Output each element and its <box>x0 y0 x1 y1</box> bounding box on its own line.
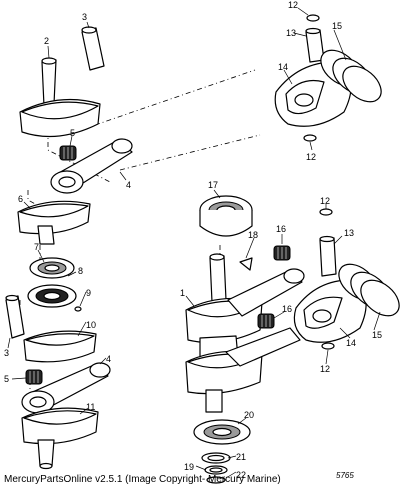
copyright-footer: MercuryPartsOnline v2.5.1 (Image Copyrig… <box>4 474 281 485</box>
lower-crank-web <box>23 330 97 363</box>
callout-14-lower: 14 <box>346 338 356 348</box>
callout-5-top: 5 <box>70 128 75 138</box>
callout-13-top: 13 <box>286 28 296 38</box>
callout-10: 10 <box>86 320 96 330</box>
lower-crankshaft-end <box>21 407 99 470</box>
lower-piston-group <box>293 208 400 350</box>
center-ball-bearing <box>27 257 77 308</box>
callout-11: 11 <box>86 402 95 412</box>
callout-18: 18 <box>248 230 258 240</box>
callout-16-top: 16 <box>276 224 286 234</box>
callout-13-right: 13 <box>344 228 354 238</box>
callout-numbers: 3 2 5 4 6 7 8 9 10 3 4 5 11 12 13 15 14 … <box>4 0 382 480</box>
callout-21: 21 <box>236 452 246 462</box>
callout-14-top: 14 <box>278 62 288 72</box>
callout-12-top: 12 <box>288 0 298 10</box>
callout-4-top: 4 <box>126 180 131 190</box>
callout-7: 7 <box>34 242 39 252</box>
plate-number: 5765 <box>336 471 354 480</box>
leader-lines <box>7 7 381 479</box>
upper-main-bearing <box>199 195 253 237</box>
callout-12-bottom: 12 <box>320 364 330 374</box>
needle-bearing-right-lower <box>257 313 275 329</box>
callout-15-lower: 15 <box>372 330 382 340</box>
lower-main-bearing <box>193 419 251 484</box>
callout-3-lower: 3 <box>4 348 9 358</box>
callout-3-top: 3 <box>82 12 87 22</box>
crank-web <box>17 200 91 245</box>
callout-4-lower: 4 <box>106 354 111 364</box>
callout-22: 22 <box>236 470 246 480</box>
needle-bearing-top <box>59 145 77 161</box>
connecting-rod-lower <box>21 362 111 414</box>
upper-piston-group <box>274 14 382 142</box>
callout-8: 8 <box>78 266 83 276</box>
callout-20: 20 <box>244 410 254 420</box>
dowel-pin <box>74 306 82 312</box>
callout-15-top: 15 <box>332 21 342 31</box>
bearing-sleeve-top <box>81 26 105 71</box>
callout-1: 1 <box>180 288 185 298</box>
callout-16-lower: 16 <box>282 304 292 314</box>
needle-bearing-right-upper <box>273 245 291 261</box>
callout-6: 6 <box>18 194 23 204</box>
woodruff-key <box>239 257 253 271</box>
needle-bearing-lower <box>25 369 43 385</box>
assembled-crankshaft <box>185 253 305 413</box>
upper-crankshaft-taper <box>19 57 101 138</box>
callout-9: 9 <box>86 288 91 298</box>
bearing-sleeve-lower <box>5 294 25 339</box>
connecting-rod-top <box>50 138 133 194</box>
callout-17: 17 <box>208 180 218 190</box>
callout-19: 19 <box>184 462 194 472</box>
callout-5-lower: 5 <box>4 374 9 384</box>
callout-2: 2 <box>44 36 49 46</box>
callout-12-mid: 12 <box>306 152 316 162</box>
callout-12-right: 12 <box>320 196 330 206</box>
